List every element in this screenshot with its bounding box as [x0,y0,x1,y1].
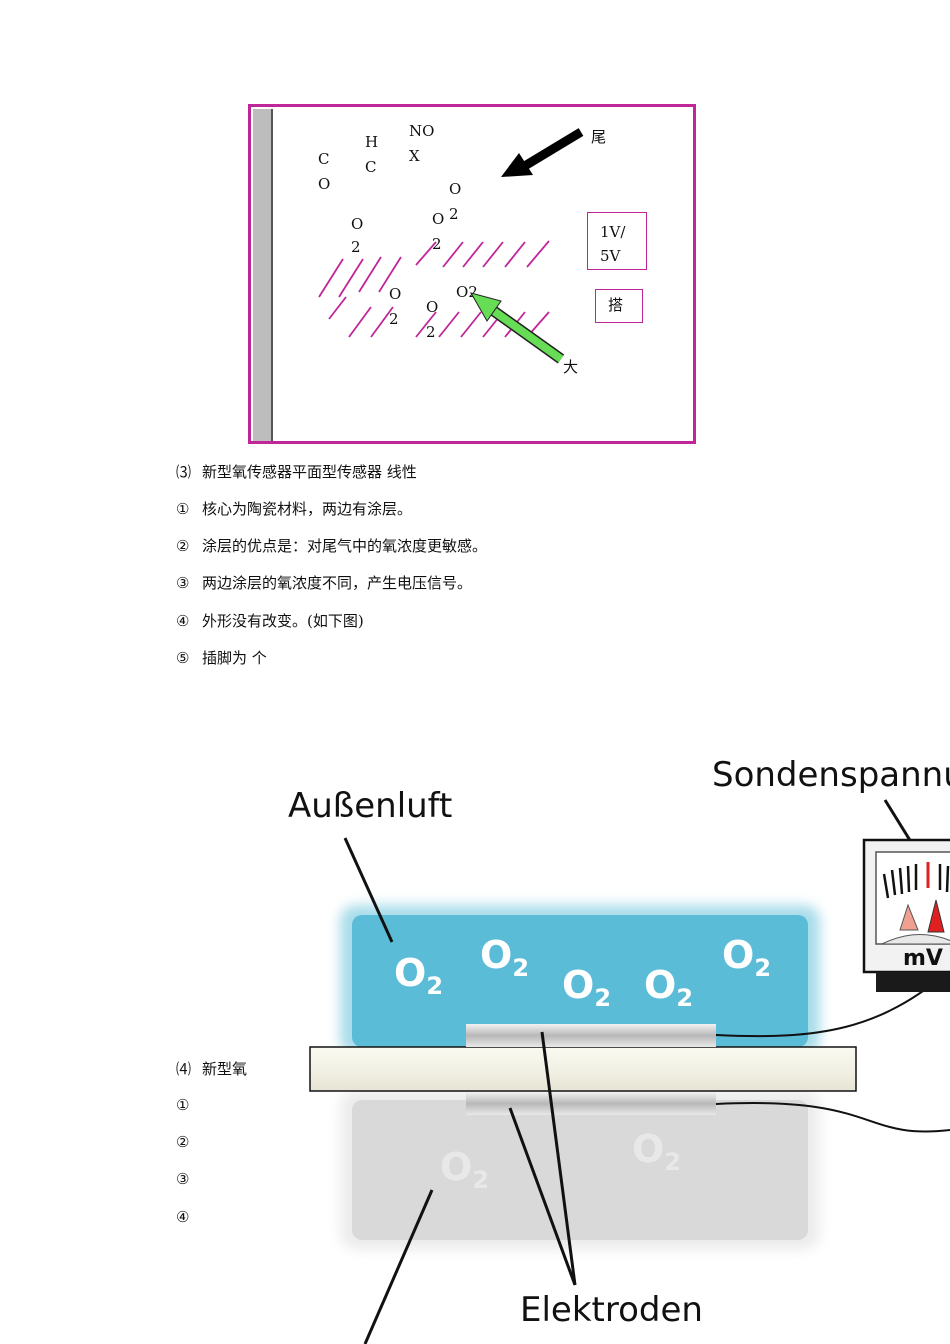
tail-label: 尾 [591,128,607,146]
sensor-diagram-frame: C O H C NO X O 2 O 2 O 2 O 2 O 2 O2 尾 大 … [248,104,696,444]
o2-label-o: O [426,298,439,316]
pointer-electrode-bottom [508,1107,577,1286]
electrode-top [466,1024,716,1047]
meter-unit-label: mV [903,946,943,971]
outside-air-label: Außenluft [288,786,453,826]
pointer-electrode-top [540,1031,577,1286]
hc-label-h: H [365,133,379,151]
o2-label-2: 2 [351,238,361,256]
o2-label-2: 2 [449,205,459,223]
item-text: 两边涂层的氧浓度不同，产生电压信号。 [202,574,473,592]
list-item: ⑤ 插脚为 个 [176,647,267,668]
o2-label-2: 2 [426,323,436,341]
item-text: 核心为陶瓷材料，两边有涂层。 [202,500,413,518]
pointer-outside-air [343,837,394,943]
co-label-c: C [318,150,330,168]
section-number: ⑷ [176,1060,192,1078]
item-text: 外形没有改变。(如下图) [202,612,364,630]
green-arrow [469,292,565,364]
wire-bottom [715,1102,950,1133]
section-4-title: ⑷ 新型氧 [176,1058,247,1079]
list-item: ④ 外形没有改变。(如下图) [176,610,364,631]
o2-molecule: O2 [562,963,612,1012]
item-number: ② [176,537,190,555]
hatching-and-arrows [318,128,584,364]
list-item: ③ 两边涂层的氧浓度不同，产生电压信号。 [176,572,472,593]
o2-label-o: O [432,210,445,228]
black-arrow [501,128,584,177]
o2-label-o: O [449,180,462,198]
section-title: 新型氧 [202,1060,248,1078]
o2-molecule: O2 [644,963,694,1012]
meter-scale [882,864,950,899]
item-number: ① [176,500,190,518]
electrode-bottom [466,1092,716,1115]
list-item: ① [176,1096,202,1114]
item-text: 插脚为 个 [202,649,267,667]
list-item: ② 涂层的优点是：对尾气中的氧浓度更敏感。 [176,535,487,556]
item-number: ⑤ [176,649,190,667]
o2-molecule: O2 [632,1127,682,1176]
item-number: ③ [176,1170,190,1188]
o2-label-o: O [351,215,364,233]
list-item: ③ [176,1170,202,1188]
item-text: 涂层的优点是：对尾气中的氧浓度更敏感。 [202,537,488,555]
planar-sensor-diagram: O2 O2 O2 O2 O2 O2 O2 Außenluft Sondenspa… [0,740,950,1344]
section-number: ⑶ [176,463,192,481]
item-number: ③ [176,574,190,592]
o2-label-o: O [389,285,402,303]
voltage-label: Sondenspannu [712,755,950,795]
co-label-o: O [318,175,331,193]
item-number: ① [176,1096,190,1114]
o2-molecule: O2 [722,933,772,982]
hc-label-c: C [365,158,377,176]
nox-label-no: NO [409,122,435,140]
big-label: 大 [563,358,579,376]
pointer-exhaust [363,1189,434,1344]
o2-molecule: O2 [480,933,530,982]
electrodes-label: Elektroden [520,1290,703,1330]
planar-sensor-drawing [309,799,950,1344]
item-number: ④ [176,612,190,630]
sensor-wall-bar [253,109,273,441]
list-item: ① 核心为陶瓷材料，两边有涂层。 [176,498,412,519]
ceramic-plate [309,1046,857,1092]
o2-label-2: 2 [432,235,442,253]
nox-label-x: X [409,147,420,165]
voltage-line-1: 1V/ [600,223,626,241]
ground-label: 搭 [608,296,624,314]
list-item: ② [176,1133,202,1151]
ground-box: 搭 [595,289,643,323]
voltage-box: 1V/ 5V [587,212,647,270]
list-item: ④ [176,1208,202,1226]
o2-label-2: 2 [389,310,399,328]
item-number: ② [176,1133,190,1151]
o2-molecule: O2 [394,951,444,1000]
ceramic-hatching [318,240,550,338]
voltage-line-2: 5V [600,247,621,265]
section-title: 新型氧传感器平面型传感器 线性 [202,463,417,481]
item-number: ④ [176,1208,190,1226]
section-3-title: ⑶ 新型氧传感器平面型传感器 线性 [176,461,417,482]
o2-molecule: O2 [440,1145,490,1194]
